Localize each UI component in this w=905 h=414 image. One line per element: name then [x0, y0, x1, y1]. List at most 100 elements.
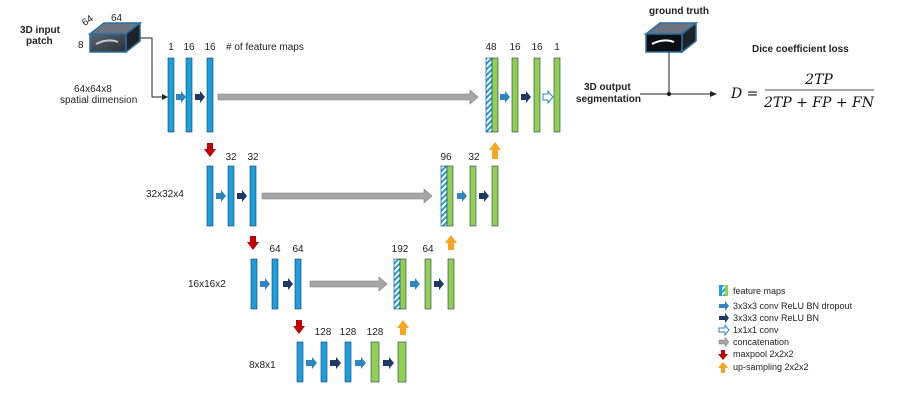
l4-conv-arrow-1: [330, 357, 341, 369]
l1-dec-map-2: [511, 57, 519, 133]
ground-truth-label: ground truth: [649, 6, 709, 17]
input-spatial-line2: spatial dimension: [60, 95, 137, 106]
l2-concat-map: [440, 165, 448, 227]
l3-dec-count-2: 64: [422, 244, 434, 255]
l3-upsample-arrow: [445, 235, 457, 250]
l2-dec-conv-arrow: [479, 190, 489, 202]
l1-enc-count-1: 1: [168, 42, 174, 53]
ground-truth-cube: [643, 21, 699, 54]
l1-dec-count-4: 1: [554, 42, 560, 53]
legend-label-conv-dropout: 3x3x3 conv ReLU BN dropout: [733, 301, 853, 311]
l1-conv-dropout-arrow: [176, 91, 186, 103]
legend-1x1-conv-icon: [718, 323, 730, 337]
l4-count-3: 128: [367, 327, 384, 338]
l1-dec-conv-dropout-arrow: [500, 91, 510, 103]
l4-upsample-arrow: [397, 320, 409, 335]
l4-count-2: 128: [340, 327, 357, 338]
legend-feature-maps-icon: [719, 285, 728, 296]
legend-concat-icon: [718, 336, 730, 348]
l1-enc-count-3: 16: [204, 42, 216, 53]
input-dim-a: 64: [80, 13, 96, 29]
l1-enc-count-2: 16: [183, 42, 195, 53]
legend: feature maps 3x3x3 conv ReLU BN dropout …: [718, 285, 853, 373]
l3-dec-map-3: [447, 258, 455, 310]
legend-label-upsample: up-sampling 2x2x2: [733, 362, 809, 372]
l2-enc-map-1: [206, 165, 214, 227]
l1-concat-arrow: [217, 89, 479, 105]
l2-dec-map-1: [446, 165, 454, 227]
l2-conv-dropout-arrow: [216, 190, 226, 202]
l4-map-2: [320, 341, 328, 383]
l2-enc-count-2: 32: [247, 152, 259, 163]
l2-enc-count-1: 32: [225, 152, 237, 163]
l3-dec-map-1: [399, 258, 407, 310]
l3-concat-arrow: [309, 276, 388, 292]
l3-enc-map-2: [271, 258, 279, 310]
l1-dec-count-3: 16: [531, 42, 543, 53]
loss-numerator: 2TP: [804, 72, 833, 88]
l1-conv-arrow: [195, 91, 205, 103]
l2-upsample-arrow: [489, 142, 501, 159]
l3-dec-map-2: [424, 258, 432, 310]
l3-concat-map: [393, 258, 401, 310]
l3-dec-conv-arrow: [434, 278, 444, 290]
l3-dec-conv-dropout-arrow: [410, 278, 420, 290]
output-line2: segmentation: [576, 94, 641, 105]
l4-conv-dropout-arrow-1: [306, 357, 317, 369]
l2-enc-map-2: [227, 165, 235, 227]
legend-conv-icon: [719, 313, 729, 323]
input-title-line1: 3D input: [20, 25, 61, 36]
l2-conv-arrow: [237, 190, 247, 202]
l4-conv-arrow-2: [383, 357, 394, 369]
output-line1: 3D output: [584, 82, 631, 93]
l2-maxpool-arrow: [247, 236, 259, 250]
input-title-line2: patch: [26, 36, 53, 47]
legend-conv-dropout-icon: [719, 301, 729, 311]
l4-map-5: [397, 341, 407, 383]
legend-label-feature-maps: feature maps: [733, 286, 786, 296]
l2-concat-arrow: [261, 188, 433, 204]
input-dim-b: 64: [111, 13, 123, 24]
l3-conv-arrow: [283, 278, 293, 290]
feature-maps-caption: # of feature maps: [226, 42, 304, 53]
l2-dec-map-3: [491, 165, 499, 227]
l4-map-1: [296, 341, 304, 383]
l3-maxpool-arrow: [293, 320, 305, 334]
l2-dec-conv-dropout-arrow: [457, 190, 467, 202]
loss-title: Dice coefficient loss: [752, 44, 849, 55]
l2-spatial: 32x32x4: [146, 189, 184, 200]
l3-enc-count-1: 64: [269, 244, 281, 255]
l1-dec-conv-arrow: [521, 91, 531, 103]
input-arrow: [140, 37, 162, 98]
l4-map-4: [370, 341, 380, 383]
l2-dec-count-1: 96: [440, 152, 452, 163]
input-dim-c: 8: [78, 40, 84, 51]
l4-spatial: 8x8x1: [249, 360, 276, 371]
l3-conv-dropout-arrow: [260, 278, 270, 290]
l1-dec-count-2: 16: [509, 42, 521, 53]
l3-enc-map-1: [250, 258, 258, 310]
l1-maxpool-arrow: [204, 143, 216, 157]
l3-dec-count-1: 192: [392, 244, 409, 255]
input-spatial-line1: 64x64x8: [74, 84, 112, 95]
legend-label-conv: 3x3x3 conv ReLU BN: [733, 313, 819, 323]
l4-count-1: 128: [315, 327, 332, 338]
l3-enc-count-2: 64: [292, 244, 304, 255]
l4-conv-dropout-arrow-2: [355, 357, 366, 369]
l2-dec-map-2: [469, 165, 477, 227]
l1-1x1-conv-arrow: [542, 89, 554, 105]
l1-enc-map-3: [206, 57, 214, 133]
legend-label-maxpool: maxpool 2x2x2: [733, 349, 794, 359]
l4-map-3: [344, 341, 352, 383]
legend-maxpool-icon: [718, 350, 728, 360]
legend-label-concat: concatenation: [733, 337, 789, 347]
legend-upsample-icon: [718, 362, 728, 373]
loss-denominator: 2TP + FP + FN: [763, 95, 875, 111]
loss-lhs: D =: [730, 86, 758, 102]
l1-enc-map-1: [167, 57, 175, 133]
l1-dec-map-3: [533, 57, 541, 133]
l3-enc-map-3: [294, 258, 302, 310]
l1-output-map: [553, 57, 561, 133]
l3-spatial: 16x16x2: [188, 279, 226, 290]
